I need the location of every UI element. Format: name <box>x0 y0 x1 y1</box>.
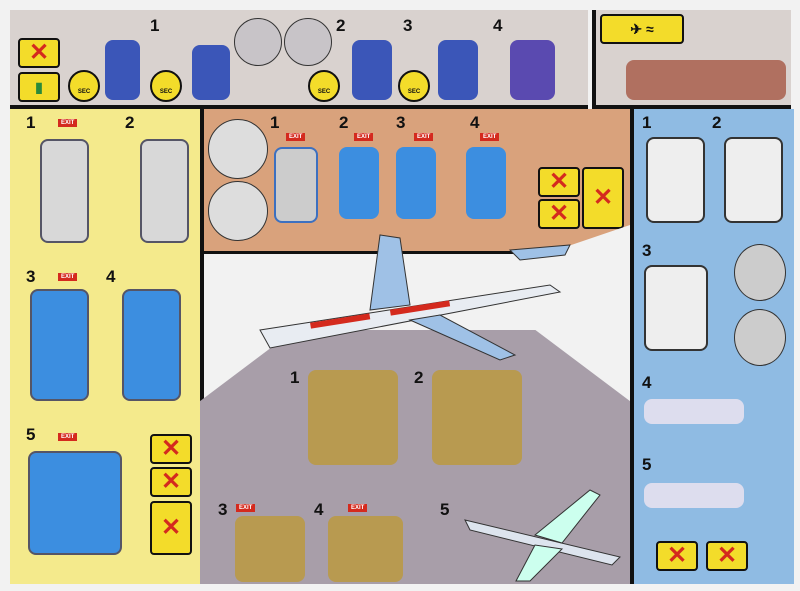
handle-detail-icon <box>208 181 268 241</box>
step-number: 5 <box>642 455 652 474</box>
brace-position-icon: ✈ ≈ <box>600 14 684 44</box>
parent-child-figure <box>510 40 555 100</box>
step-number: 1 <box>642 113 652 132</box>
step-number: 3 <box>642 241 652 260</box>
no-baggage-icon: ✕ <box>538 199 580 229</box>
passenger-figure <box>192 45 230 100</box>
timer-icon: SEC <box>150 70 182 102</box>
window-exit-illustration <box>432 370 522 465</box>
exit-sign: EXIT <box>58 273 78 281</box>
slide-jump-icon: ✕ <box>150 501 192 555</box>
aircraft-wing-evacuation-icon <box>464 489 621 582</box>
door-panel-right: 1 2 3 4 5 ✕ ✕ <box>630 109 794 584</box>
step-number: 2 <box>339 113 349 132</box>
door-illustration <box>466 147 506 219</box>
step-number: 3 <box>218 500 228 519</box>
brace-panel: ✈ ≈ <box>592 10 791 109</box>
step-number: 1 <box>26 113 36 132</box>
step-number: 3 <box>26 267 36 286</box>
handle-detail-icon <box>208 119 268 179</box>
slide-jump-icon: ✕ <box>582 167 624 229</box>
step-number: 1 <box>270 113 280 132</box>
window-exit-illustration <box>328 516 403 582</box>
step-number: 4 <box>106 267 116 286</box>
passenger-figure <box>438 40 478 100</box>
door-panel-center: 1 EXIT 2 EXIT 3 EXIT 4 EXIT ✕ ✕ ✕ <box>204 109 630 254</box>
step-number: 4 <box>493 16 503 35</box>
step-number: 1 <box>290 368 300 387</box>
no-smoking-icon: ✕ <box>18 38 60 68</box>
door-illustration <box>140 139 189 243</box>
passenger-figure <box>105 40 140 100</box>
passenger-figure <box>352 40 392 100</box>
timer-icon: SEC <box>398 70 430 102</box>
mask-detail-icon <box>234 18 282 66</box>
exit-sign: EXIT <box>480 133 500 141</box>
aircraft-tail-illustration <box>644 399 744 424</box>
step-number: 4 <box>470 113 480 132</box>
handle-detail-icon <box>734 244 786 301</box>
step-number: 5 <box>440 500 450 519</box>
no-baggage-icon: ✕ <box>150 467 192 497</box>
step-number: 2 <box>712 113 722 132</box>
step-number: 4 <box>642 373 652 392</box>
step-number: 5 <box>26 425 36 444</box>
no-high-heels-icon: ✕ <box>538 167 580 197</box>
door-illustration <box>30 289 89 401</box>
door-illustration <box>396 147 436 219</box>
door-illustration <box>644 265 708 351</box>
step-number: 3 <box>396 113 406 132</box>
evacuation-illustration <box>28 451 122 555</box>
exit-sign: EXIT <box>58 119 78 127</box>
window-exit-panel: 1 2 3 EXIT 4 EXIT 5 <box>200 330 630 584</box>
exit-sign: EXIT <box>354 133 374 141</box>
step-number: 3 <box>403 16 413 35</box>
exit-sign: EXIT <box>236 504 256 512</box>
step-number: 2 <box>414 368 424 387</box>
window-exit-illustration <box>235 516 305 582</box>
step-number: 2 <box>125 113 135 132</box>
oxygen-panel: ✕ ▮ SEC 1 SEC 2 SEC 3 SEC 4 <box>10 10 588 109</box>
window-exit-illustration <box>308 370 398 465</box>
door-illustration <box>122 289 181 401</box>
exit-sign: EXIT <box>414 133 434 141</box>
door-illustration <box>40 139 89 243</box>
door-illustration <box>724 137 783 223</box>
step-number: 4 <box>314 500 324 519</box>
door-illustration <box>646 137 705 223</box>
aircraft-overview-icon <box>259 234 571 361</box>
no-high-heels-icon: ✕ <box>656 541 698 571</box>
timer-icon: SEC <box>68 70 100 102</box>
aircraft-tail-illustration <box>644 483 744 508</box>
step-number: 2 <box>336 16 346 35</box>
exit-sign: EXIT <box>58 433 78 441</box>
step-number: 1 <box>150 16 160 35</box>
door-illustration <box>274 147 318 223</box>
brace-figures <box>626 60 786 100</box>
timer-icon: SEC <box>308 70 340 102</box>
door-panel-left: 1 EXIT 2 3 EXIT 4 5 EXIT ✕ ✕ ✕ <box>10 109 204 584</box>
exit-sign: EXIT <box>348 504 368 512</box>
no-baggage-icon: ✕ <box>706 541 748 571</box>
oxygen-bottle-icon: ▮ <box>18 72 60 102</box>
no-high-heels-icon: ✕ <box>150 434 192 464</box>
door-illustration <box>339 147 379 219</box>
handle-detail-icon <box>734 309 786 366</box>
exit-sign: EXIT <box>286 133 306 141</box>
mask-detail-icon <box>284 18 332 66</box>
